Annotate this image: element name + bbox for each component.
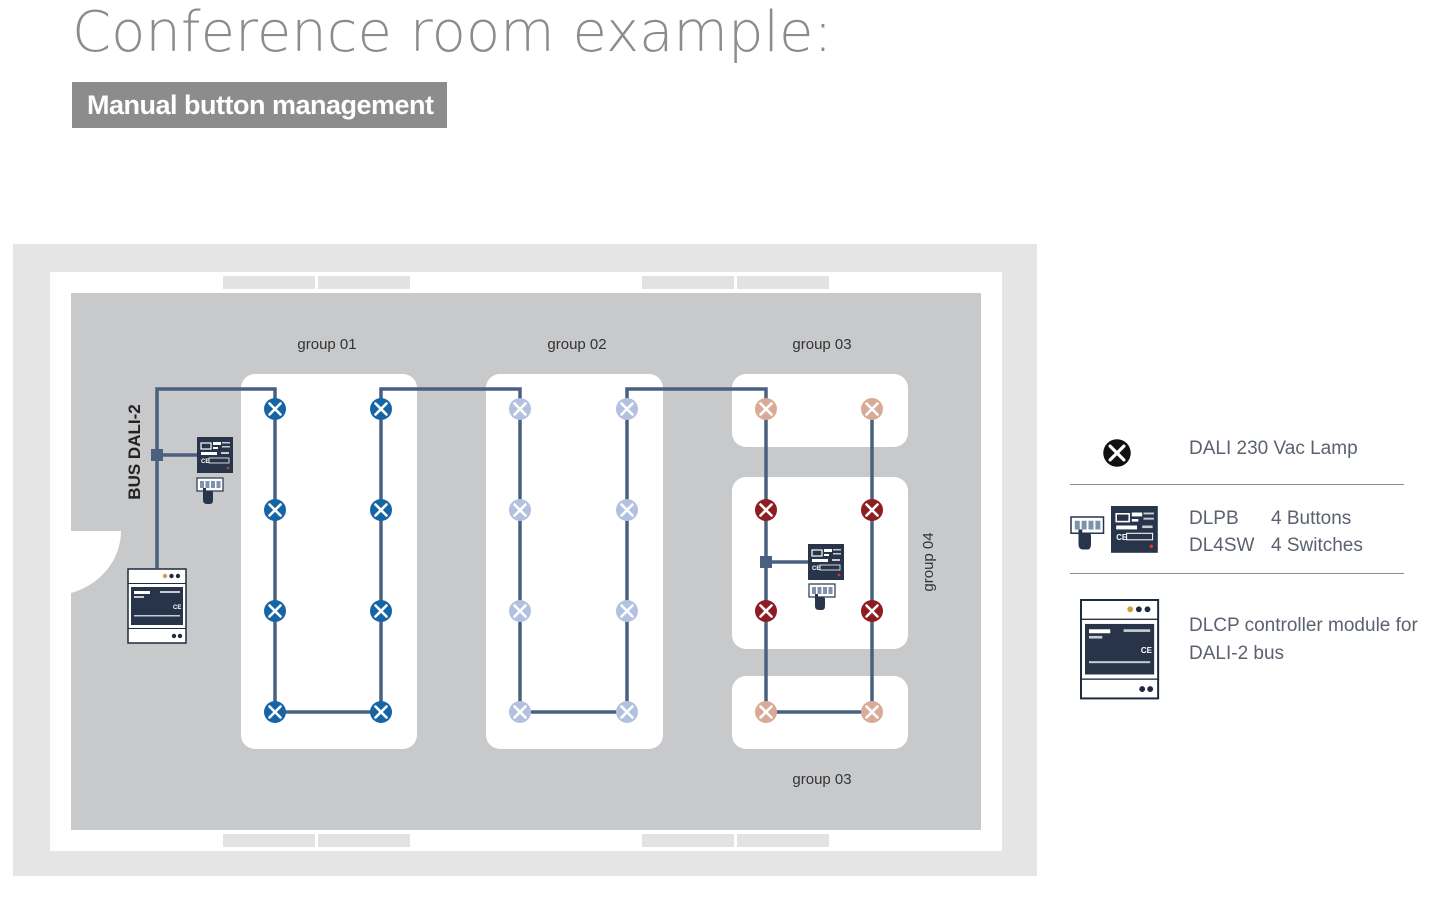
lamp-icon — [753, 598, 779, 624]
legend-dlpb-code: DLPB — [1189, 508, 1239, 529]
legend-divider — [1070, 484, 1404, 485]
legend-dlcp-line2: DALI-2 bus — [1189, 643, 1285, 664]
legend-divider — [1070, 573, 1404, 574]
lamp-icon — [507, 598, 533, 624]
lamp-icon — [614, 699, 640, 725]
group-03-top-label: group 03 — [792, 336, 851, 353]
zone-group-02 — [486, 374, 663, 749]
dali-module-icon — [807, 543, 845, 581]
zone-group-03-top — [732, 374, 908, 447]
lamp-icon — [1101, 437, 1133, 469]
push-button-icon — [1070, 516, 1105, 551]
lamp-icon — [262, 396, 288, 422]
bus-dali-label: BUS DALI-2 — [125, 404, 144, 499]
bus-junction — [151, 449, 163, 461]
group-03-bottom-label: group 03 — [792, 771, 851, 788]
lamp-icon — [859, 598, 885, 624]
legend-dlpb-desc: 4 Buttons — [1271, 508, 1352, 529]
page-title: Conference room example: — [72, 0, 833, 65]
group-01-label: group 01 — [297, 336, 356, 353]
legend-dl4sw-desc: 4 Switches — [1271, 535, 1363, 556]
lamp-icon — [614, 497, 640, 523]
lamp-icon — [368, 598, 394, 624]
lamp-icon — [614, 598, 640, 624]
bus-wiring — [155, 387, 874, 714]
lamp-icon — [507, 699, 533, 725]
controller-icon — [127, 568, 187, 644]
lamp-icon — [507, 497, 533, 523]
page-subtitle: Manual button management — [72, 82, 447, 128]
lamp-icon — [859, 699, 885, 725]
lamp-icon — [507, 396, 533, 422]
lamp-icon — [614, 396, 640, 422]
lamp-icon — [368, 497, 394, 523]
lamp-icon — [262, 699, 288, 725]
door-icon — [50, 531, 121, 596]
group-04-label: group 04 — [920, 532, 937, 591]
window-icon — [223, 276, 829, 847]
legend-lamp-label: DALI 230 Vac Lamp — [1189, 438, 1358, 459]
dali-module-icon — [196, 436, 234, 474]
lamp-icon — [753, 396, 779, 422]
lamp-icon — [859, 396, 885, 422]
lamp-icon — [368, 396, 394, 422]
group-02-label: group 02 — [547, 336, 606, 353]
lamp-icon — [368, 699, 394, 725]
lamp-icon — [753, 699, 779, 725]
zone-group-01 — [241, 374, 417, 749]
legend-dlcp-line1: DLCP controller module for — [1189, 615, 1418, 636]
bus-junction — [760, 556, 772, 568]
lamp-icon — [262, 598, 288, 624]
dali-module-icon — [1110, 505, 1159, 554]
controller-icon — [1080, 599, 1160, 700]
legend-dl4sw-code: DL4SW — [1189, 535, 1255, 556]
lamp-icon — [859, 497, 885, 523]
lamp-icon — [753, 497, 779, 523]
lamp-icon — [262, 497, 288, 523]
